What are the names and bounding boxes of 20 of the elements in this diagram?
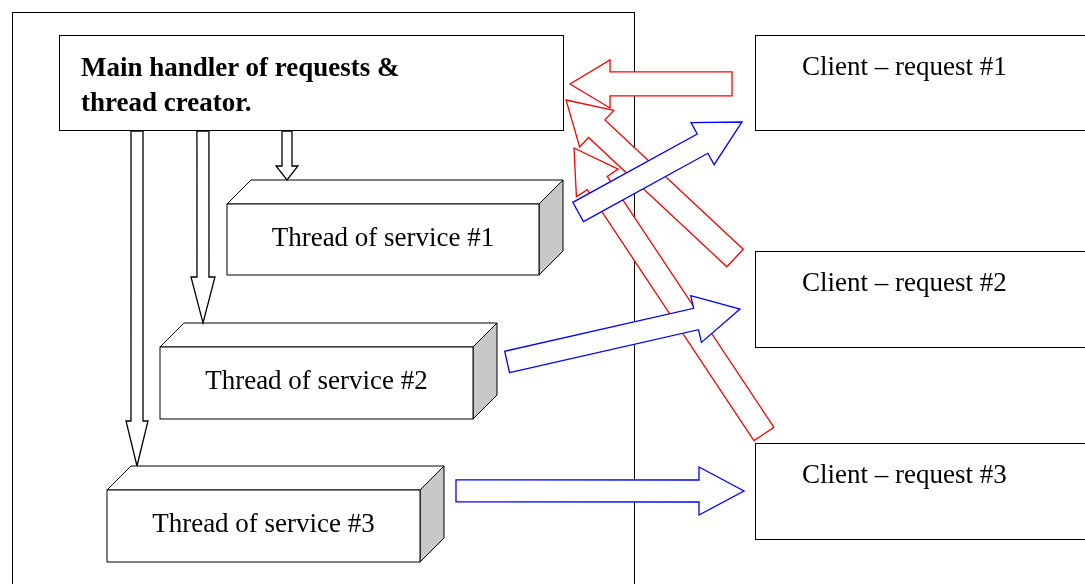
block-arrow [565,99,745,268]
client-box [755,443,1085,540]
node-label: Thread of service #1 [270,221,496,254]
node-label: Thread of service #3 [151,507,376,540]
client-box [755,35,1085,131]
block-arrow [455,465,746,517]
block-arrow [568,58,733,110]
client-box [755,251,1085,348]
block-arrow [503,294,742,374]
server-frame [12,12,635,584]
block-arrow [125,130,149,467]
node-label: Client – request #3 [802,458,1007,491]
handler-box [59,35,564,131]
block-arrow [571,121,744,223]
node-label: Thread of service #2 [204,364,429,397]
node-label: Client – request #1 [802,50,1007,83]
node-label: Main handler of requests & thread creator. [81,51,401,119]
node-label: Client – request #2 [802,266,1007,299]
block-arrow [274,130,300,182]
block-arrow [190,130,216,326]
